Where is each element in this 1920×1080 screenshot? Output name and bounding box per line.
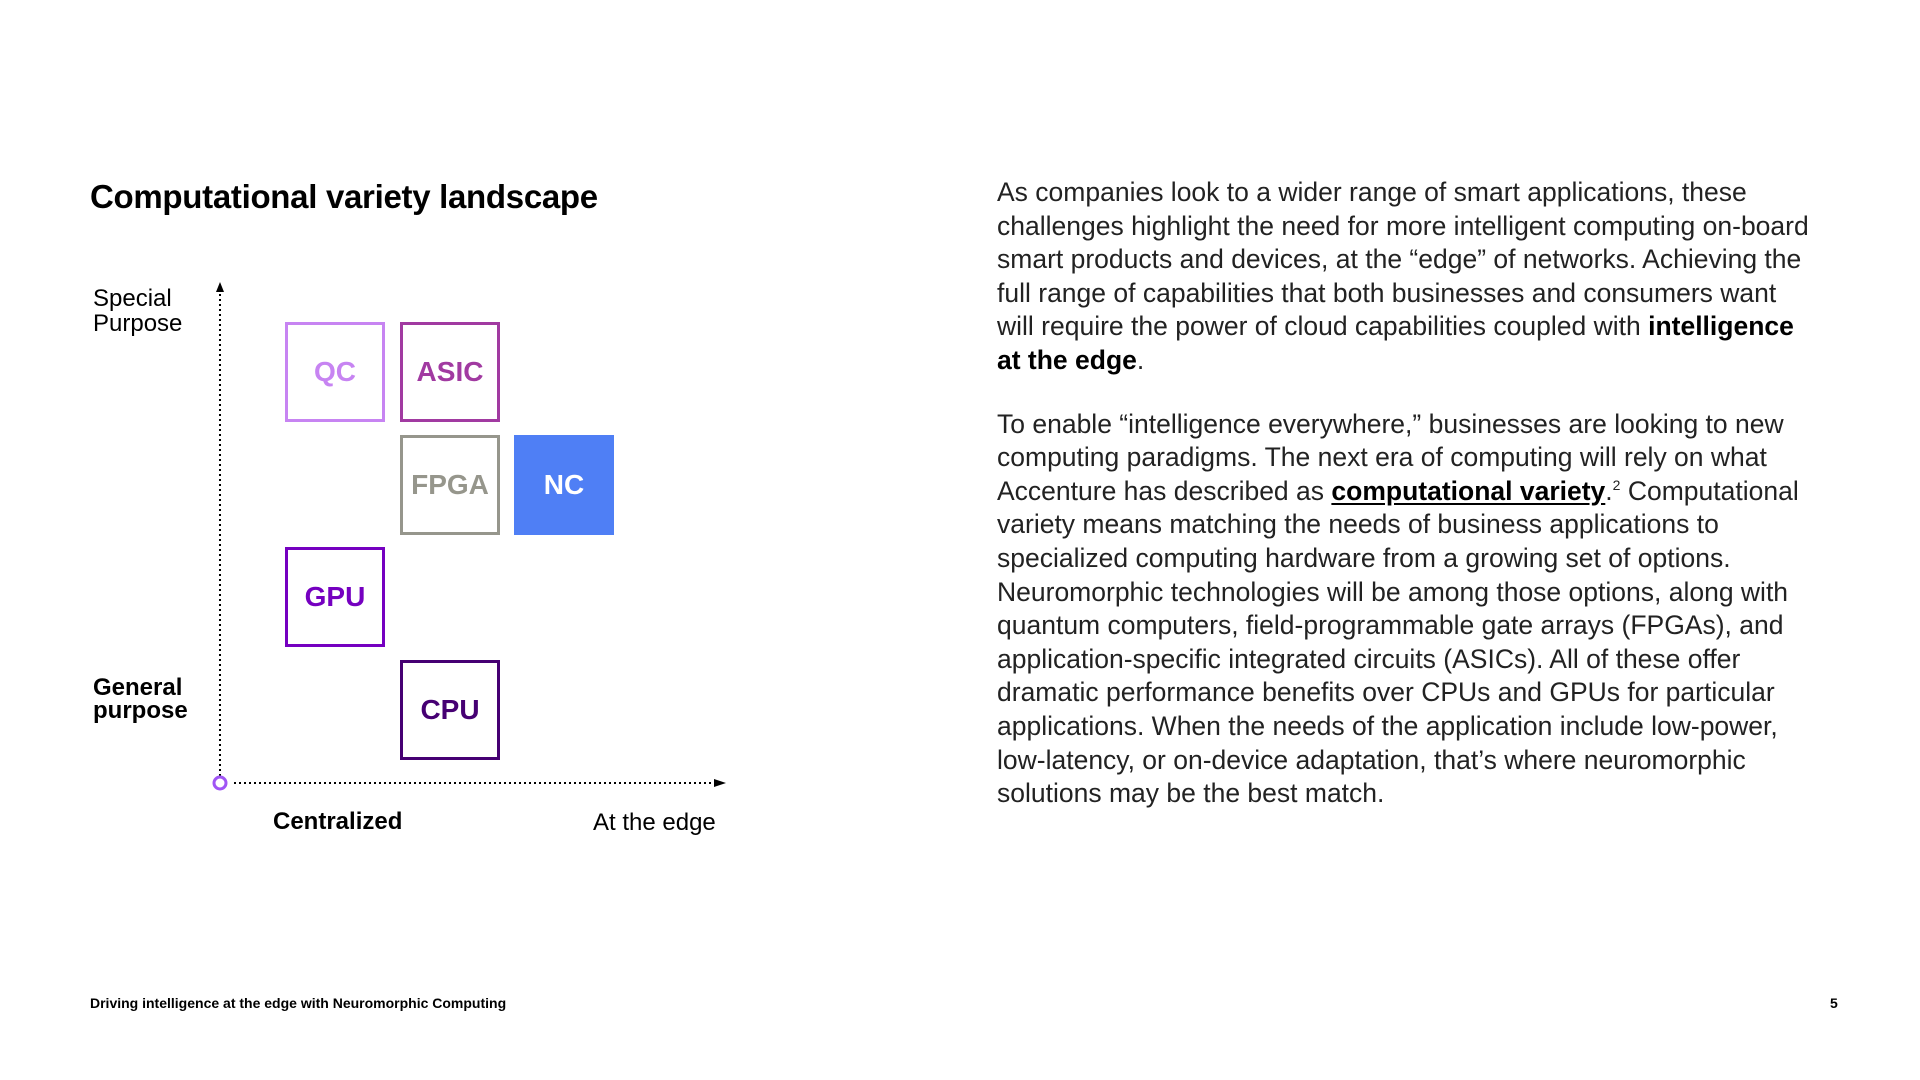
paragraph-2: To enable “intelligence everywhere,” bus… bbox=[997, 408, 1817, 811]
paragraph-1-text: As companies look to a wider range of sm… bbox=[997, 177, 1809, 342]
origin-marker bbox=[212, 775, 228, 791]
paragraph-1-end: . bbox=[1136, 344, 1145, 375]
cpu-box: CPU bbox=[400, 660, 500, 760]
gpu-box: GPU bbox=[285, 547, 385, 647]
computational-variety-link[interactable]: computational variety bbox=[1331, 475, 1606, 506]
x-axis-left-label: Centralized bbox=[273, 808, 403, 835]
y-axis-top-label: Special Purpose bbox=[93, 285, 183, 337]
qc-box: QC bbox=[285, 322, 385, 422]
fpga-box: FPGA bbox=[400, 435, 500, 535]
footer-document-title: Driving intelligence at the edge with Ne… bbox=[90, 995, 507, 1011]
paragraph-2-period: . bbox=[1605, 475, 1613, 506]
y-axis-bottom-label: General purpose bbox=[93, 674, 188, 724]
paragraph-2-text: To enable “intelligence everywhere,” bus… bbox=[997, 408, 1784, 506]
page-title: Computational variety landscape bbox=[90, 178, 598, 215]
x-axis-right-label: At the edge bbox=[593, 809, 716, 836]
page-number: 5 bbox=[1830, 995, 1838, 1011]
computational-variety-diagram: Special Purpose General purpose Centrali… bbox=[0, 0, 760, 900]
body-text: As companies look to a wider range of sm… bbox=[997, 176, 1817, 841]
paragraph-1: As companies look to a wider range of sm… bbox=[997, 176, 1817, 378]
x-axis-arrowhead bbox=[714, 779, 726, 787]
diagram-axes bbox=[212, 282, 726, 791]
asic-box: ASIC bbox=[400, 322, 500, 422]
paragraph-2-rest: Computational variety means matching the… bbox=[997, 475, 1799, 809]
y-axis-arrowhead bbox=[216, 282, 224, 292]
intelligence-at-edge-emphasis: intelligence at the edge bbox=[997, 311, 1794, 375]
footnote-reference[interactable]: 2 bbox=[1612, 476, 1621, 493]
nc-box: NC bbox=[514, 435, 614, 535]
